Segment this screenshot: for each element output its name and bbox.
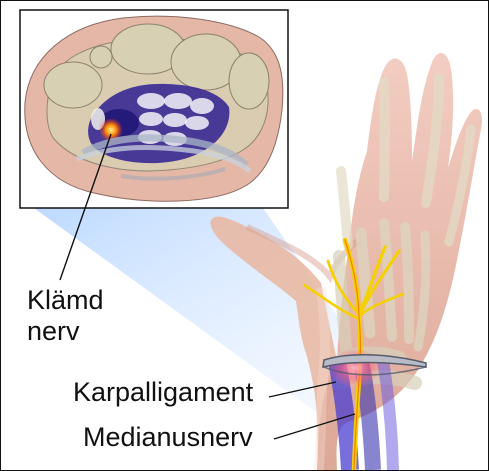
median-nerve-label: Medianusnerv [83,424,253,451]
carpal-ligament-label: Karpalligament [73,379,253,406]
pinched-nerve-label-line1: Klämd [27,287,104,314]
wrist-cross-section-inset [20,10,288,208]
pinched-nerve-label-line2: nerv [27,318,80,345]
compression-glow [329,348,381,388]
